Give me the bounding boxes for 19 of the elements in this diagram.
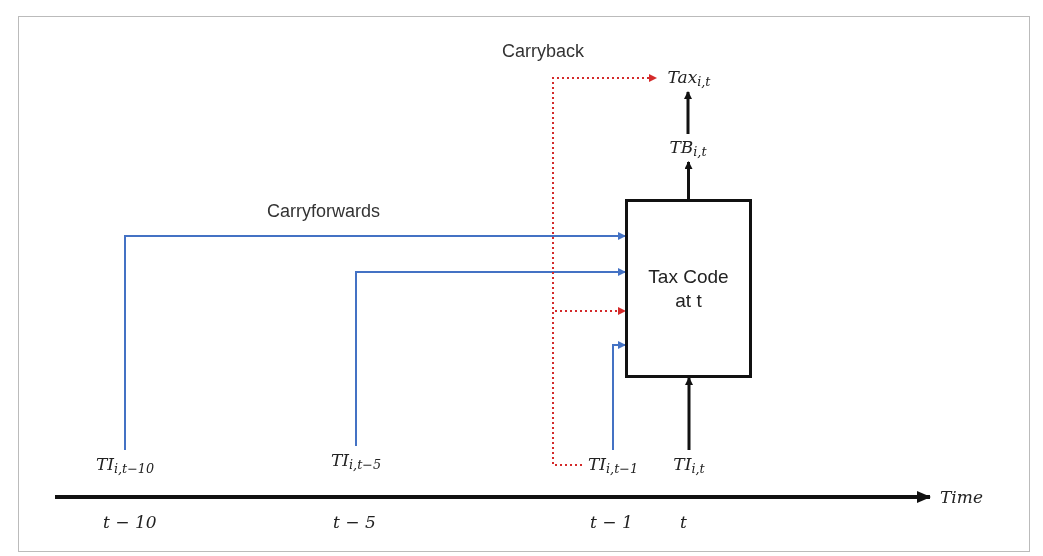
tick-label: t − 1 — [590, 511, 633, 534]
arrow — [355, 268, 626, 447]
dotted-arrow — [552, 307, 626, 466]
arrow — [124, 232, 626, 451]
arrow — [684, 161, 693, 199]
process-box: Tax Code at t — [625, 199, 752, 378]
tick-label: t − 10 — [103, 511, 157, 534]
axis-label: Time — [940, 486, 983, 509]
variable-label: Tax$_{i,t}$ — [656, 64, 722, 92]
arrow — [684, 91, 692, 134]
variable-label: TI$_{i,t−5}$ — [318, 446, 394, 476]
variable-label: TI$_{i,t}$ — [666, 450, 712, 480]
arrow — [685, 377, 693, 450]
variable-label: TI$_{i,t−1}$ — [582, 450, 644, 480]
tick-label: t − 5 — [333, 511, 376, 534]
variable-label: TI$_{i,t−10}$ — [82, 450, 168, 480]
tick-label: t — [680, 511, 687, 534]
variable-label: TB$_{i,t}$ — [662, 134, 714, 162]
arrow — [612, 341, 626, 451]
